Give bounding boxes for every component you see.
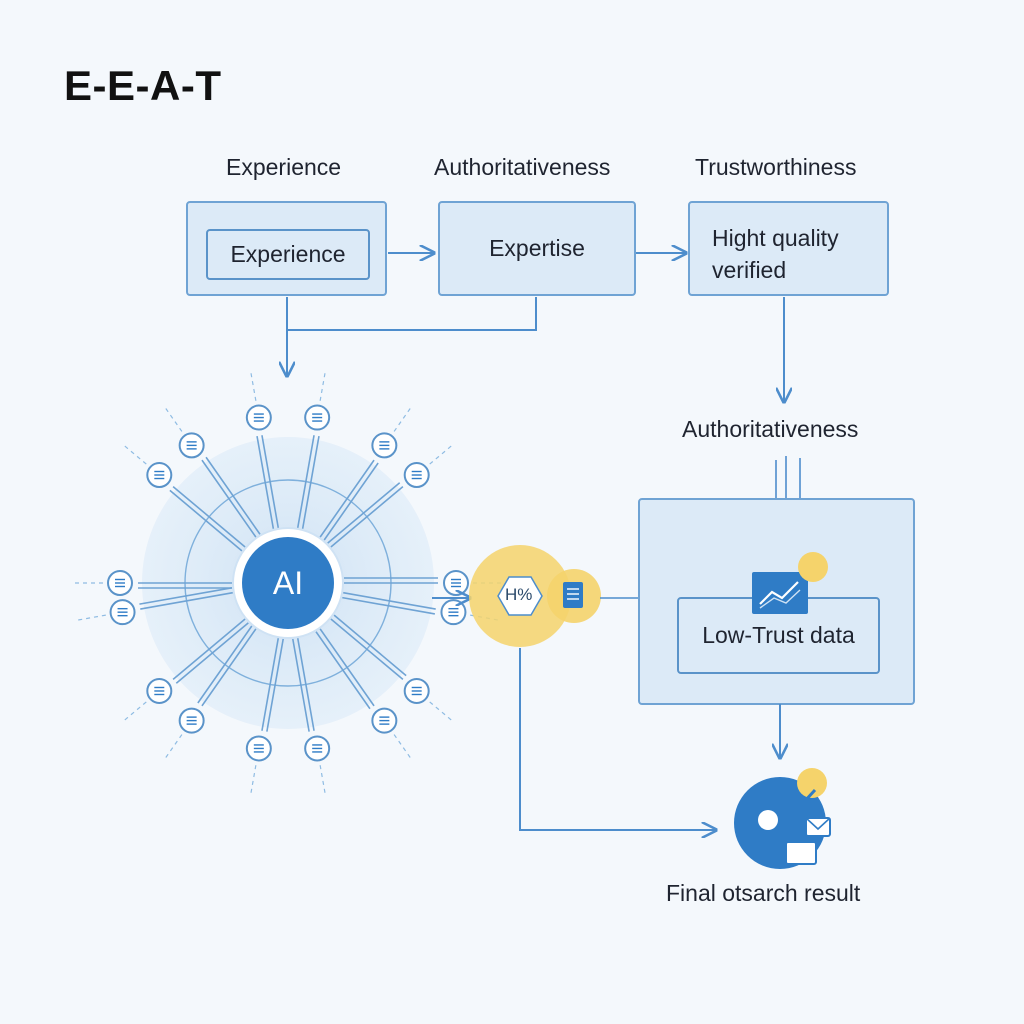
authority-label: Authoritativeness xyxy=(682,416,859,442)
network-spoke xyxy=(138,582,232,589)
trust-line-1: Hight quality xyxy=(712,225,839,251)
header-authoritativeness: Authoritativeness xyxy=(434,154,611,180)
experience-box: Experience xyxy=(186,201,387,296)
header-trustworthiness: Trustworthiness xyxy=(695,154,857,180)
page-title: E-E-A-T xyxy=(64,62,222,109)
arrow-boxes-to-ai xyxy=(287,297,537,376)
network-dash-ray xyxy=(122,701,147,722)
network-dash-ray xyxy=(250,371,257,401)
network-dash-ray xyxy=(164,734,183,760)
network-spoke xyxy=(201,456,261,538)
network-dash-ray xyxy=(164,406,183,432)
trust-line-2: verified xyxy=(712,257,787,283)
processing-hub xyxy=(469,545,601,647)
network-spoke xyxy=(172,618,249,684)
expertise-box: Expertise xyxy=(438,201,636,296)
network-spoke xyxy=(330,614,407,681)
network-spoke xyxy=(197,625,257,707)
network-spoke xyxy=(261,638,284,732)
network-spoke xyxy=(139,587,233,610)
ai-network xyxy=(73,371,503,795)
network-dash-ray xyxy=(393,734,412,760)
network-spoke xyxy=(296,435,320,529)
final-result-label: Final otsarch result xyxy=(666,880,861,906)
spark-badge xyxy=(798,552,828,582)
network-spoke xyxy=(292,638,315,732)
document-icon xyxy=(563,582,583,608)
network-dash-ray xyxy=(76,614,106,621)
trust-box: Hight quality verified xyxy=(688,201,889,296)
network-dash-ray xyxy=(319,765,326,795)
network-spoke xyxy=(344,577,438,584)
ai-hub-label: AI xyxy=(272,564,304,601)
chart-icon xyxy=(752,572,808,614)
experience-inner-box: Experience xyxy=(206,229,370,280)
network-spoke xyxy=(327,482,404,548)
network-dash-ray xyxy=(122,444,147,465)
arrow-hub-to-final xyxy=(519,648,716,830)
network-spoke xyxy=(342,591,436,615)
network-dash-ray xyxy=(393,406,412,432)
low-trust-label: Low-Trust data xyxy=(702,622,855,648)
network-spoke xyxy=(256,435,280,529)
final-result-icon xyxy=(734,768,831,869)
network-spoke xyxy=(319,459,379,541)
network-dash-ray xyxy=(319,371,326,401)
network-dash-ray xyxy=(429,444,454,465)
header-experience: Experience xyxy=(226,154,342,180)
network-dash-ray xyxy=(429,701,454,722)
network-spoke xyxy=(169,485,246,552)
network-spoke xyxy=(315,628,375,710)
processing-hub-label: H% xyxy=(505,585,533,604)
network-dash-ray xyxy=(250,765,257,795)
